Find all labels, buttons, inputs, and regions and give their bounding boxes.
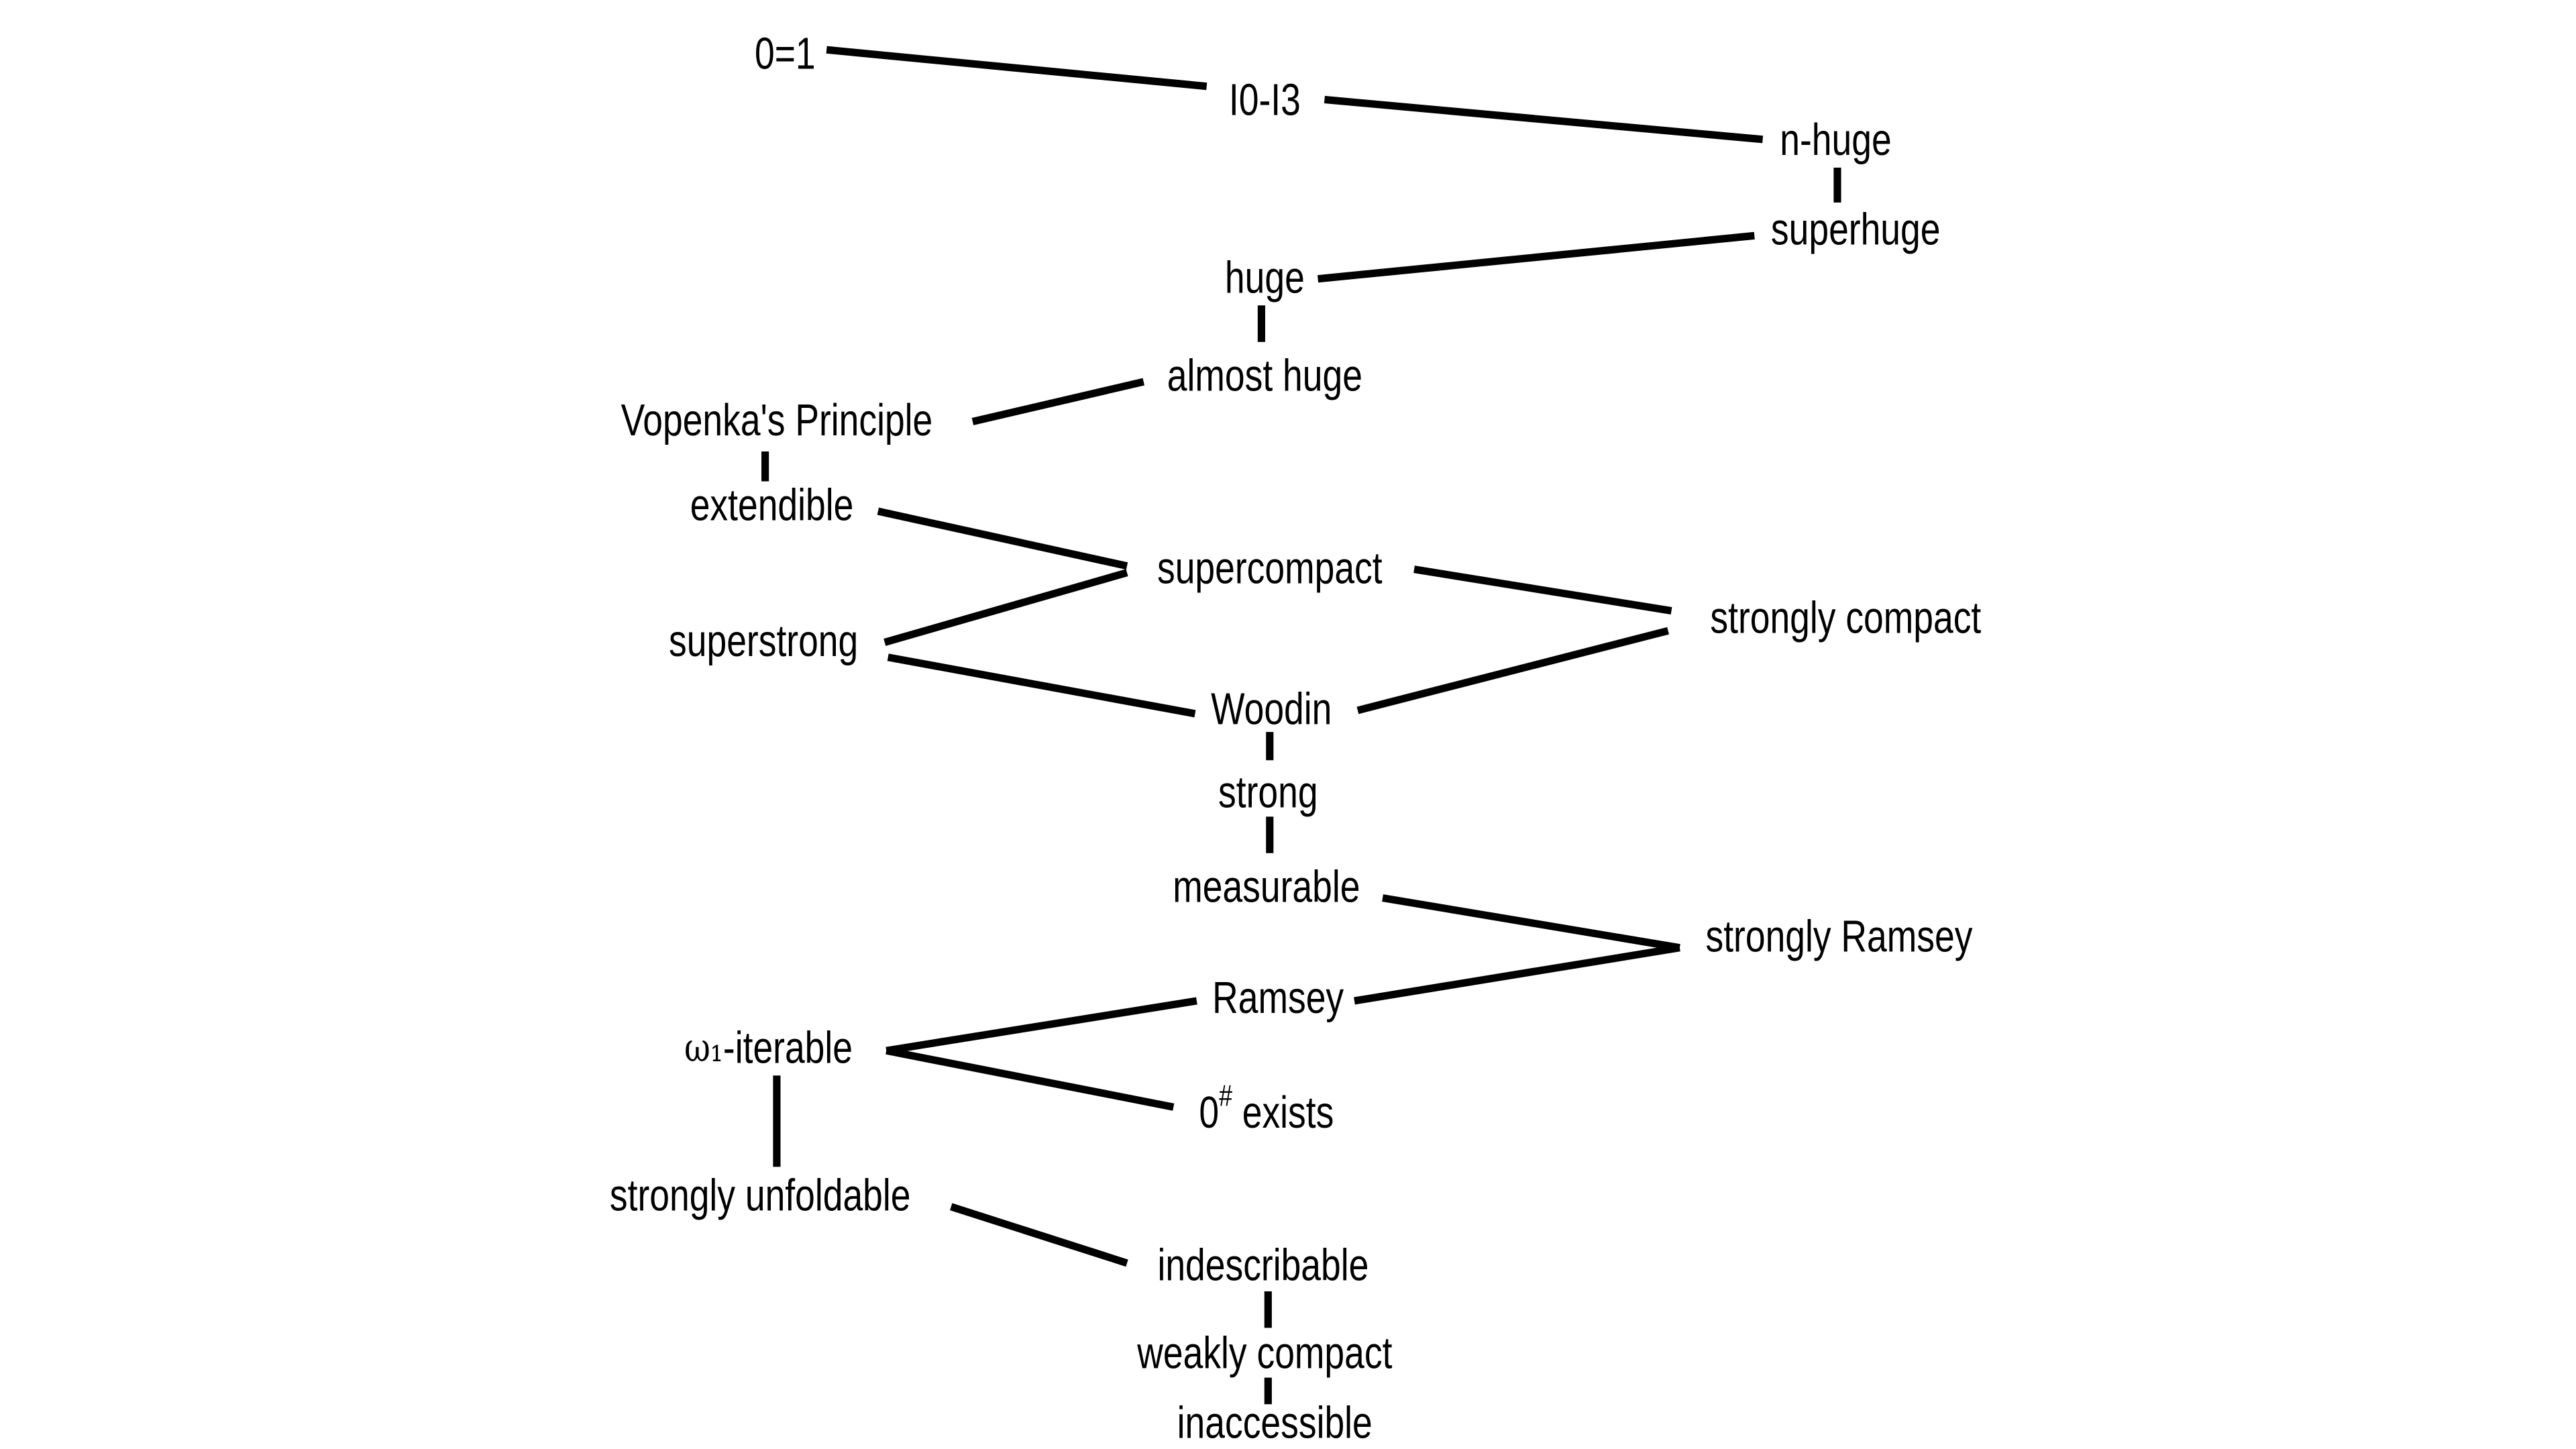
node-9: strongly compact: [1710, 592, 1981, 643]
node-6: Vopenka's Principle: [621, 394, 933, 445]
node-21: inaccessible: [1177, 1397, 1373, 1448]
node-label: Ramsey: [1212, 972, 1344, 1022]
node-10: superstrong: [669, 616, 858, 666]
edge-line: [971, 378, 1145, 425]
edge-line: [1324, 95, 1764, 144]
node-20: weakly compact: [1136, 1328, 1392, 1378]
node-label: strong: [1218, 767, 1318, 817]
node-label: strongly compact: [1710, 592, 1981, 643]
node-label: 0=1: [755, 28, 816, 78]
edge-line: [877, 507, 1128, 570]
node-0: 0=1: [755, 28, 816, 78]
node-5: almost huge: [1167, 350, 1362, 400]
node-1: I0-I3: [1229, 74, 1301, 125]
node-17: 0# exists: [1199, 1079, 1334, 1138]
node-label: weakly compact: [1136, 1328, 1392, 1378]
edge-line: [883, 569, 1128, 646]
node-13: measurable: [1173, 861, 1360, 912]
node-label: n-huge: [1780, 114, 1891, 164]
edge-line: [1382, 894, 1680, 952]
node-label: measurable: [1173, 861, 1360, 912]
node-label: strongly unfoldable: [610, 1170, 911, 1220]
node-3: superhuge: [1771, 204, 1941, 254]
node-label: extendible: [690, 480, 854, 530]
edge-line: [1354, 944, 1680, 1005]
node-7: extendible: [690, 480, 854, 530]
node-19: indescribable: [1157, 1240, 1368, 1290]
node-label: superstrong: [669, 616, 858, 666]
node-16: ω₁-iterable: [684, 1022, 853, 1073]
node-18: strongly unfoldable: [610, 1170, 911, 1220]
node-label: Vopenka's Principle: [621, 394, 933, 445]
node-2: n-huge: [1780, 114, 1891, 164]
edge-line: [1317, 231, 1755, 283]
node-11: Woodin: [1211, 684, 1332, 734]
node-8: supercompact: [1157, 543, 1383, 593]
edge-line: [885, 1046, 1175, 1111]
edge-line: [885, 997, 1197, 1055]
nodes: 0=1I0-I3 n-huge superhuge huge almost hugeVo…: [610, 28, 1982, 1448]
node-label: inaccessible: [1177, 1397, 1373, 1448]
node-label: 0# exists: [1199, 1079, 1334, 1138]
node-label: supercompact: [1157, 543, 1383, 593]
node-label: ω₁-iterable: [684, 1022, 853, 1073]
node-14: strongly Ramsey: [1705, 911, 1973, 961]
node-label: Woodin: [1211, 684, 1332, 734]
edge-line: [887, 653, 1196, 718]
edge-line: [1356, 627, 1669, 714]
node-15: Ramsey: [1212, 972, 1344, 1022]
node-label: almost huge: [1167, 350, 1362, 400]
edge-line: [950, 1203, 1128, 1267]
node-label: superhuge: [1771, 204, 1941, 254]
edge-line: [826, 46, 1208, 91]
node-label: I0-I3: [1229, 74, 1301, 125]
node-12: strong: [1218, 767, 1318, 817]
node-label: huge: [1225, 252, 1305, 303]
node-label: indescribable: [1157, 1240, 1368, 1290]
edge-line: [1413, 566, 1672, 615]
node-label: strongly Ramsey: [1705, 911, 1973, 961]
node-4: huge: [1225, 252, 1305, 303]
edges: [761, 46, 1841, 1405]
